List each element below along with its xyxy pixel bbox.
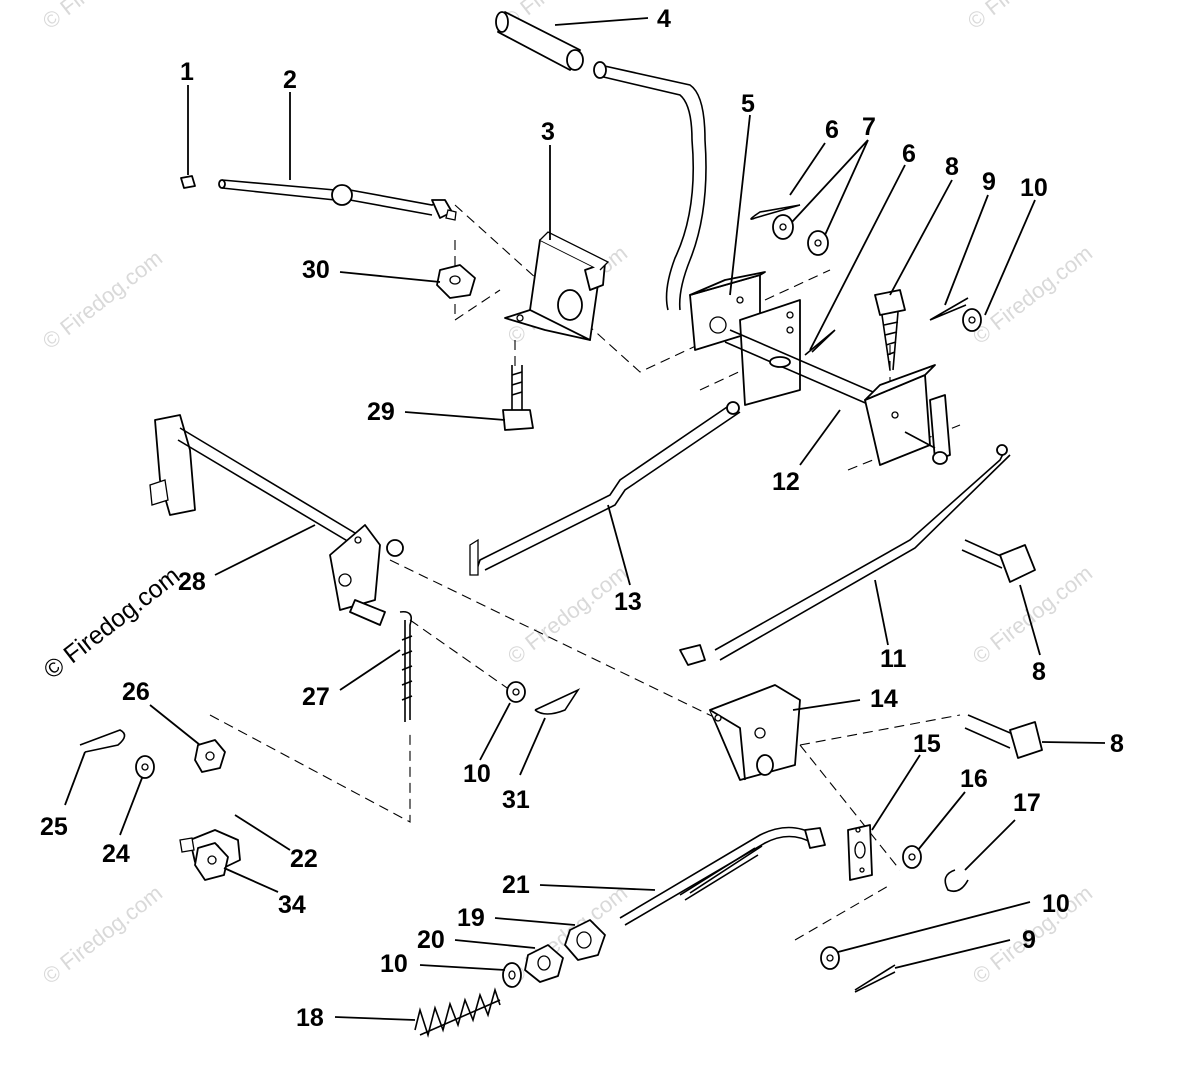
- callout-18: 18: [296, 1004, 324, 1032]
- callout-1: 1: [180, 58, 194, 86]
- callout-8: 8: [1032, 658, 1046, 686]
- watermark-faint: © Firedog.com: [38, 880, 167, 989]
- callout-6: 6: [825, 116, 839, 144]
- part-15-plate: [847, 824, 873, 881]
- callout-20: 20: [417, 926, 445, 954]
- callout-10: 10: [380, 950, 408, 978]
- callout-30: 30: [302, 256, 330, 284]
- part-19-nut: [564, 919, 606, 961]
- part-21-rod: [619, 826, 826, 926]
- watermark-faint: © Firedog.com: [38, 0, 167, 34]
- callout-26: 26: [122, 678, 150, 706]
- callout-13: 13: [614, 588, 642, 616]
- part-8-bolt-middle: [961, 539, 1036, 583]
- callout-10: 10: [1020, 174, 1048, 202]
- part-30-nut: [436, 264, 476, 299]
- callout-21: 21: [502, 871, 530, 899]
- part-34-nut: [194, 842, 229, 881]
- part-12-bracket: [864, 364, 951, 466]
- callout-2: 2: [283, 66, 297, 94]
- callout-27: 27: [302, 683, 330, 711]
- callout-6: 6: [902, 140, 916, 168]
- callout-labels: 1 2 3 4 5 6 7 6 8 9 10 30 29 12 13 11 8 …: [40, 5, 1124, 1032]
- callout-10: 10: [1042, 890, 1070, 918]
- callout-4: 4: [657, 5, 671, 33]
- callout-8: 8: [1110, 730, 1124, 758]
- part-5-lever-bracket: [689, 271, 801, 406]
- callout-11: 11: [880, 645, 907, 673]
- part-13-rod: [469, 401, 741, 576]
- part-12-shaft: [724, 329, 881, 406]
- leader-lines: [64, 17, 1106, 1021]
- part-17-e-clip: [944, 869, 969, 893]
- watermark-faint: © Firedog.com: [968, 560, 1097, 669]
- part-29-bolt: [502, 365, 534, 431]
- callout-8: 8: [945, 153, 959, 181]
- callout-9: 9: [1022, 926, 1036, 954]
- part-2-rod: [218, 179, 457, 221]
- callout-19: 19: [457, 904, 485, 932]
- part-11-rod: [679, 444, 1011, 666]
- watermark-faint: © Firedog.com: [38, 245, 167, 354]
- part-6-clip: [750, 204, 836, 356]
- watermark-faint: © Firedog.com: [963, 0, 1092, 34]
- callout-12: 12: [772, 468, 800, 496]
- part-18-spring: [414, 987, 501, 1038]
- part-3-bracket: [504, 231, 610, 341]
- part-14-bracket: [709, 684, 801, 781]
- part-4-lever: [495, 11, 707, 311]
- callout-16: 16: [960, 765, 988, 793]
- callout-3: 3: [541, 118, 555, 146]
- callout-31: 31: [502, 786, 530, 814]
- callout-15: 15: [913, 730, 941, 758]
- callout-17: 17: [1013, 789, 1041, 817]
- part-9-pin: [854, 297, 969, 993]
- watermark-faint: © Firedog.com: [968, 240, 1097, 349]
- part-31-pin: [534, 688, 581, 715]
- callout-24: 24: [102, 840, 130, 868]
- watermark-brand: © Firedog.com: [38, 562, 185, 685]
- part-26-nut: [194, 739, 226, 773]
- callout-9: 9: [982, 168, 996, 196]
- part-1-cap: [180, 175, 196, 189]
- watermark-faint: © Firedog.com: [503, 560, 632, 669]
- callout-29: 29: [367, 398, 395, 426]
- part-16-washer: [902, 845, 922, 869]
- callout-25: 25: [40, 813, 68, 841]
- part-25-pin: [79, 729, 126, 753]
- callout-7: 7: [862, 113, 876, 141]
- part-7-washers: [772, 214, 829, 256]
- callout-22: 22: [290, 845, 318, 873]
- callout-28: 28: [178, 568, 206, 596]
- part-8-bolt-lower: [964, 714, 1043, 759]
- callout-14: 14: [870, 685, 898, 713]
- part-24-washer: [135, 755, 155, 779]
- callout-34: 34: [278, 891, 306, 919]
- part-20-nut: [524, 944, 564, 983]
- callout-5: 5: [741, 90, 755, 118]
- part-27-bracket: [329, 524, 413, 722]
- callout-10: 10: [463, 760, 491, 788]
- part-10-washer: [502, 308, 982, 988]
- part-28-shaft: [149, 414, 381, 559]
- part-8-bolt-top: [874, 289, 906, 371]
